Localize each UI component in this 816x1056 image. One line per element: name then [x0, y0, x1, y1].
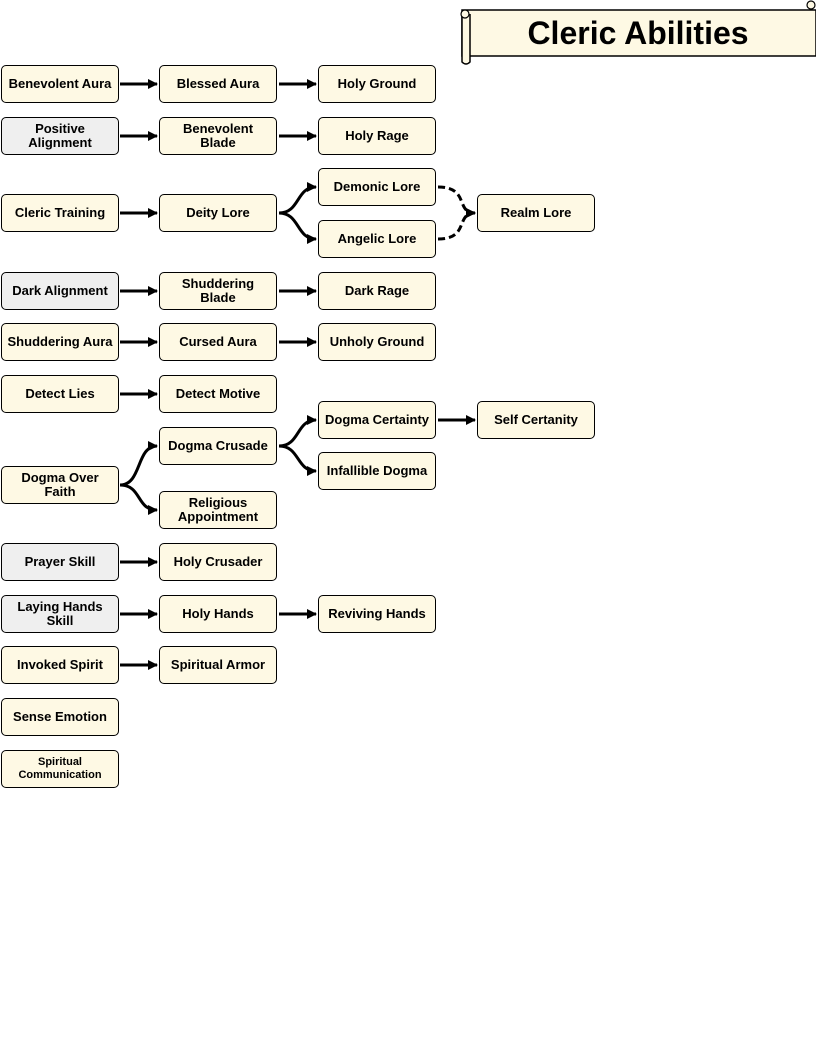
edge-dogma-crusade-infallible-dogma — [278, 444, 317, 476]
node-realm-lore: Realm Lore — [477, 194, 595, 232]
diagram-title: Cleric Abilities — [527, 14, 749, 51]
node-spiritual-armor: Spiritual Armor — [159, 646, 277, 684]
node-dark-alignment: Dark Alignment — [1, 272, 119, 310]
node-infallible-dogma: Infallible Dogma — [318, 452, 436, 490]
node-cursed-aura: Cursed Aura — [159, 323, 277, 361]
node-benevolent-blade: Benevolent Blade — [159, 117, 277, 155]
edge-deity-lore-demonic-lore — [278, 182, 317, 215]
node-dogma-over-faith: Dogma Over Faith — [1, 466, 119, 504]
node-angelic-lore: Angelic Lore — [318, 220, 436, 258]
node-laying-hands-skill: Laying Hands Skill — [1, 595, 119, 633]
node-detect-lies: Detect Lies — [1, 375, 119, 413]
node-prayer-skill: Prayer Skill — [1, 543, 119, 581]
node-holy-crusader: Holy Crusader — [159, 543, 277, 581]
edge-dogma-over-faith-dogma-crusade — [119, 441, 158, 487]
node-spiritual-communication: Spiritual Communication — [1, 750, 119, 788]
node-holy-rage: Holy Rage — [318, 117, 436, 155]
node-demonic-lore: Demonic Lore — [318, 168, 436, 206]
title-scroll — [460, 0, 816, 65]
node-blessed-aura: Blessed Aura — [159, 65, 277, 103]
node-deity-lore: Deity Lore — [159, 194, 277, 232]
edge-dogma-over-faith-religious-appointment — [119, 483, 158, 515]
node-holy-ground: Holy Ground — [318, 65, 436, 103]
node-unholy-ground: Unholy Ground — [318, 323, 436, 361]
node-shuddering-aura: Shuddering Aura — [1, 323, 119, 361]
node-self-certanity: Self Certanity — [477, 401, 595, 439]
node-cleric-training: Cleric Training — [1, 194, 119, 232]
node-sense-emotion: Sense Emotion — [1, 698, 119, 736]
node-benevolent-aura: Benevolent Aura — [1, 65, 119, 103]
node-positive-alignment: Positive Alignment — [1, 117, 119, 155]
edge-dogma-crusade-dogma-certainty — [278, 415, 317, 448]
edge-deity-lore-angelic-lore — [278, 211, 317, 244]
node-reviving-hands: Reviving Hands — [318, 595, 436, 633]
node-religious-appointment: Religious Appointment — [159, 491, 277, 529]
node-dogma-certainty: Dogma Certainty — [318, 401, 436, 439]
node-dogma-crusade: Dogma Crusade — [159, 427, 277, 465]
node-detect-motive: Detect Motive — [159, 375, 277, 413]
node-shuddering-blade: Shuddering Blade — [159, 272, 277, 310]
edge-demonic-lore-realm-lore — [437, 185, 476, 218]
node-holy-hands: Holy Hands — [159, 595, 277, 633]
node-invoked-spirit: Invoked Spirit — [1, 646, 119, 684]
node-dark-rage: Dark Rage — [318, 272, 436, 310]
edge-angelic-lore-realm-lore — [437, 208, 476, 241]
